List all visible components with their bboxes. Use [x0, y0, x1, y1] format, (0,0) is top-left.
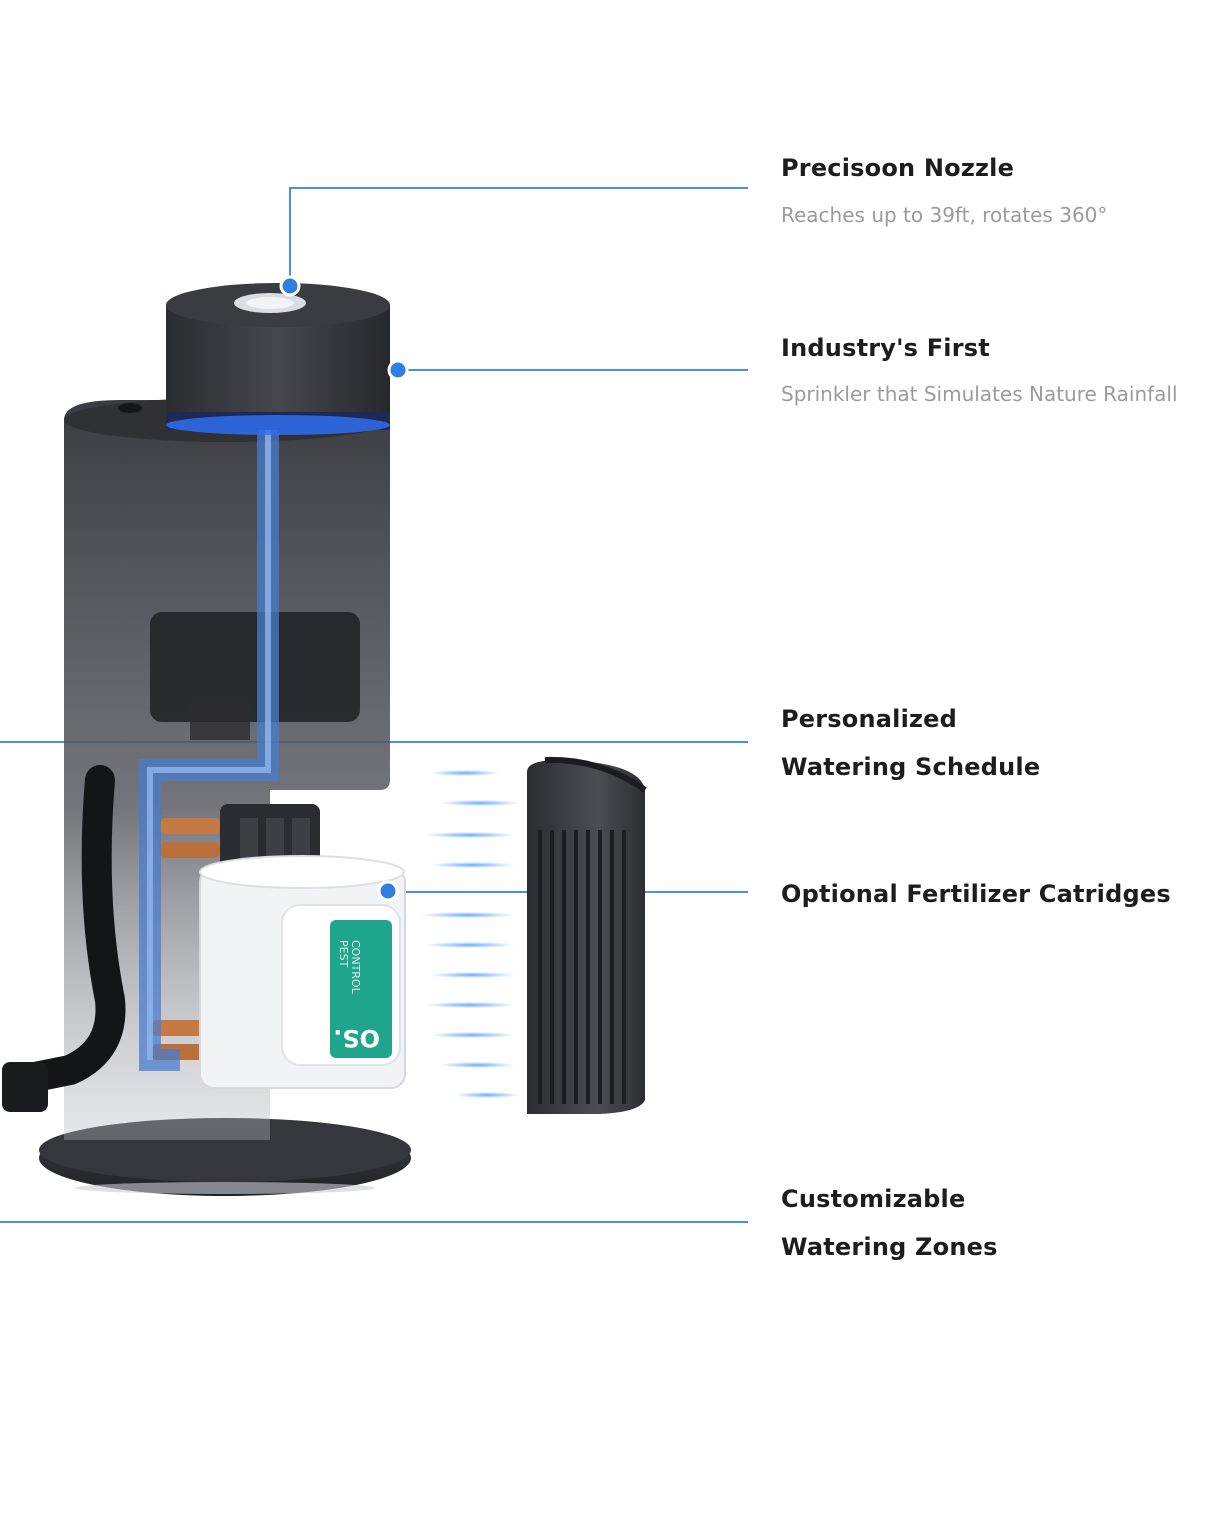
callout-dot-nozzle	[279, 275, 301, 297]
callout-dot-rainfall	[387, 359, 409, 381]
cartridge-label	[330, 920, 392, 1058]
water-flow-streaks	[420, 770, 520, 1098]
callout-dots	[279, 275, 409, 902]
nozzle-head	[166, 283, 390, 435]
callout-title-fertilizer: Optional Fertilizer Catridges	[781, 880, 1171, 908]
cartridge-label-pest: PEST	[337, 940, 350, 968]
fertilizer-cartridge: CONTROL PEST OS.	[199, 855, 406, 1089]
hose-connector	[2, 1062, 48, 1112]
filter-shell	[527, 756, 647, 1114]
callout-line-nozzle	[289, 187, 748, 285]
callout-title-schedule-line1: Personalized	[781, 705, 958, 733]
callout-title-schedule-line2: Watering Schedule	[781, 753, 1041, 781]
cartridge-label-volume: OS.	[333, 1024, 380, 1052]
callout-subtitle-nozzle: Reaches up to 39ft, rotates 360°	[781, 203, 1108, 227]
callout-subtitle-rainfall: Sprinkler that Simulates Nature Rainfall	[781, 382, 1178, 406]
callout-title-zones-line1: Customizable	[781, 1185, 966, 1213]
callout-dot-fertilizer	[377, 880, 399, 902]
callout-title-nozzle: Precisoon Nozzle	[781, 154, 1015, 182]
callout-title-zones-line2: Watering Zones	[781, 1233, 998, 1261]
callout-title-rainfall: Industry's First	[781, 334, 990, 362]
cartridge-label-control: CONTROL	[349, 940, 362, 995]
